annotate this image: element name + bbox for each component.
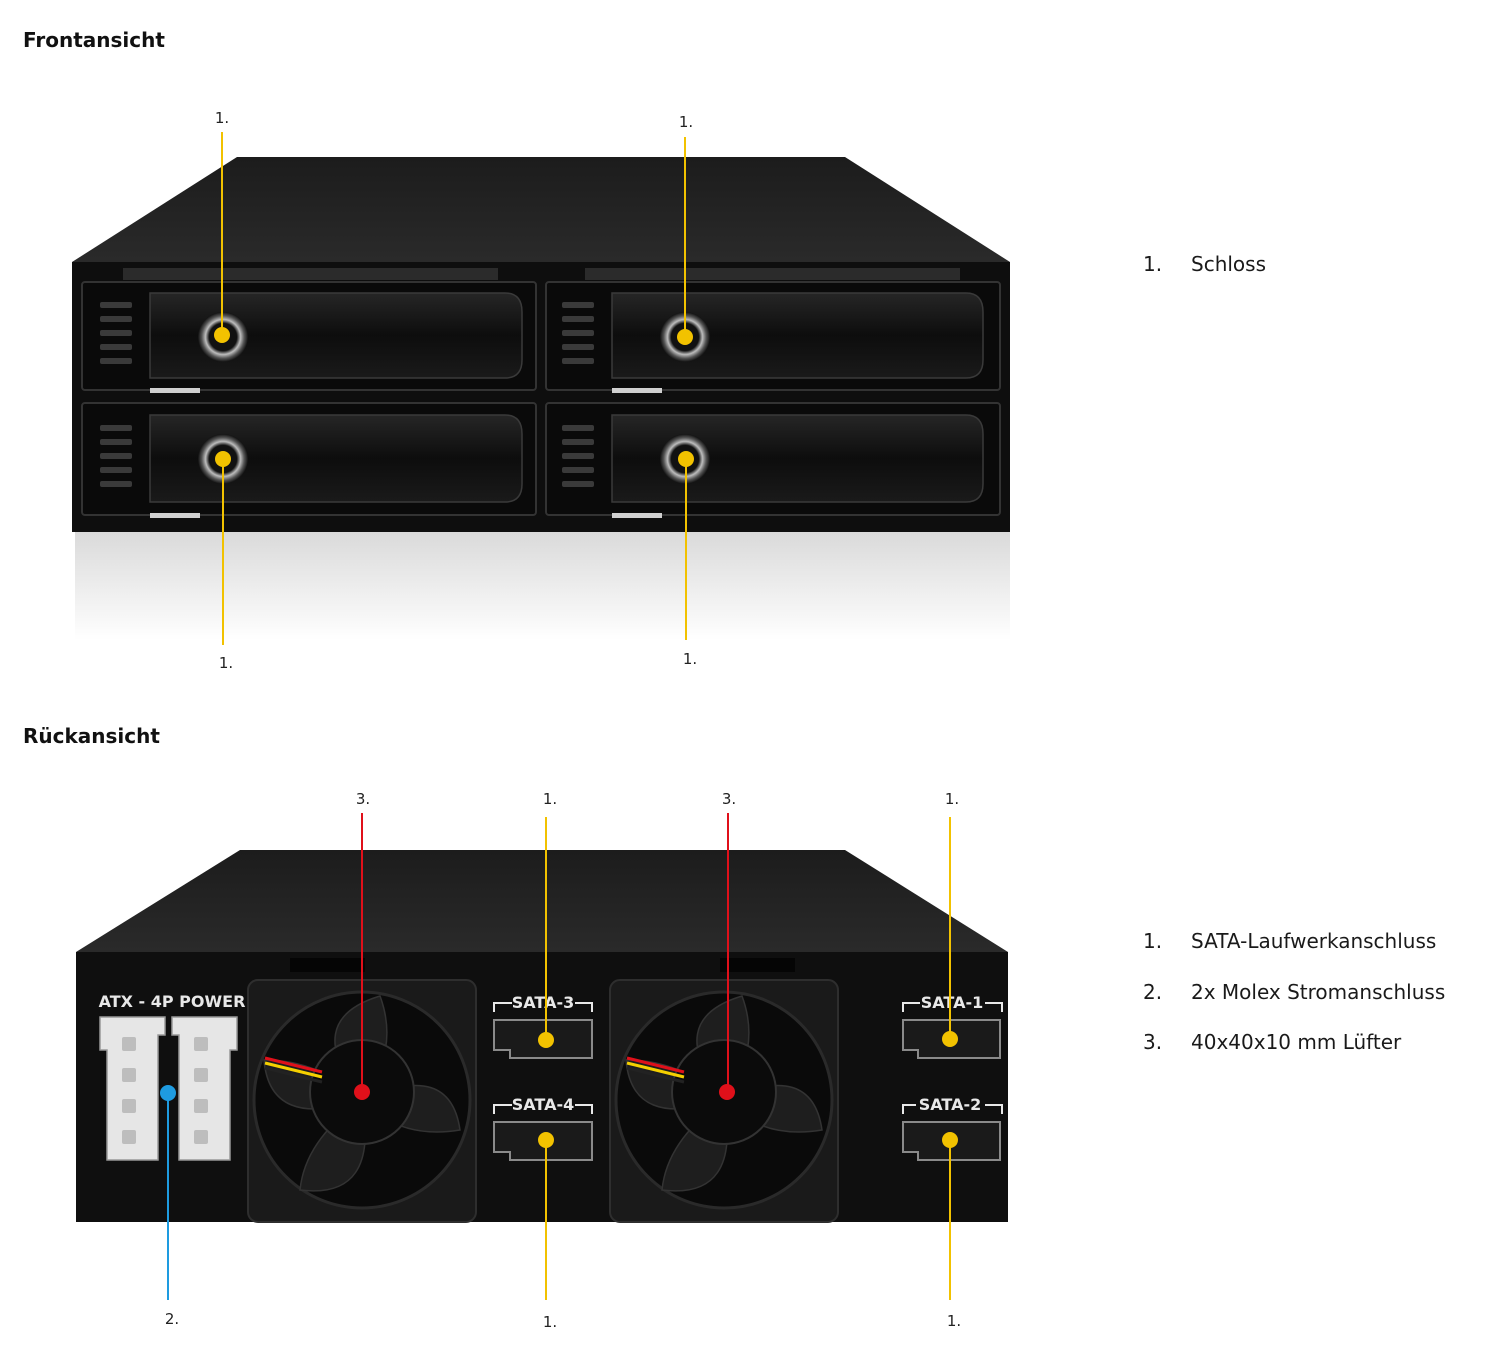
front-enclosure xyxy=(72,157,1010,640)
drive-tray[interactable] xyxy=(81,281,537,393)
callout-label: 1. xyxy=(543,790,557,808)
molex-connector xyxy=(99,1016,166,1161)
callout-dot xyxy=(719,1084,735,1100)
sata-label-brackets xyxy=(493,1002,1003,1114)
legend-number: 3. xyxy=(1143,1030,1163,1054)
front-view-title: Frontansicht xyxy=(23,28,165,52)
legend-text: SATA-Laufwerkanschluss xyxy=(1191,929,1437,953)
sata-port-label: SATA-1 xyxy=(921,993,984,1012)
front-trays xyxy=(81,281,1001,518)
legend-text: 2x Molex Stromanschluss xyxy=(1191,980,1446,1004)
drive-tray[interactable] xyxy=(545,281,1001,393)
callout-dot xyxy=(677,329,693,345)
back-view-title: Rückansicht xyxy=(23,724,160,748)
sata-port-label: SATA-4 xyxy=(512,1095,575,1114)
callout-dot xyxy=(160,1085,176,1101)
molex-connector xyxy=(171,1016,238,1161)
legend-text: Schloss xyxy=(1191,252,1266,276)
callout-dot xyxy=(942,1031,958,1047)
fan-icon xyxy=(609,979,839,1223)
back-enclosure xyxy=(76,850,1008,1222)
drive-tray[interactable] xyxy=(545,402,1001,518)
front-callouts xyxy=(221,132,687,645)
legend-number: 1. xyxy=(1143,252,1163,276)
back-face xyxy=(76,952,1008,1222)
drive-tray[interactable] xyxy=(81,402,537,518)
callout-label: 3. xyxy=(722,790,736,808)
callout-label: 1. xyxy=(683,650,697,668)
callout-dot xyxy=(678,451,694,467)
front-reflection xyxy=(75,530,1010,640)
front-top-surface xyxy=(72,157,1010,262)
callout-label: 1. xyxy=(543,1313,557,1331)
legend-number: 1. xyxy=(1143,929,1163,953)
callout-dot xyxy=(538,1032,554,1048)
callout-label: 1. xyxy=(679,113,693,131)
legend-text: 40x40x10 mm Lüfter xyxy=(1191,1030,1402,1054)
atx-power-label: ATX - 4P POWER xyxy=(99,992,246,1011)
callout-label: 2. xyxy=(165,1310,179,1328)
callout-dot xyxy=(942,1132,958,1148)
legend-number: 2. xyxy=(1143,980,1163,1004)
callout-label: 1. xyxy=(947,1312,961,1330)
callout-dot xyxy=(214,327,230,343)
callout-dot xyxy=(215,451,231,467)
callout-label: 1. xyxy=(219,654,233,672)
callout-dot xyxy=(354,1084,370,1100)
callout-dot xyxy=(538,1132,554,1148)
callout-label: 1. xyxy=(215,109,229,127)
back-top-surface xyxy=(76,850,1008,952)
callout-label: 3. xyxy=(356,790,370,808)
sata-port-label: SATA-2 xyxy=(919,1095,982,1114)
sata-port-label: SATA-3 xyxy=(512,993,575,1012)
callout-label: 1. xyxy=(945,790,959,808)
